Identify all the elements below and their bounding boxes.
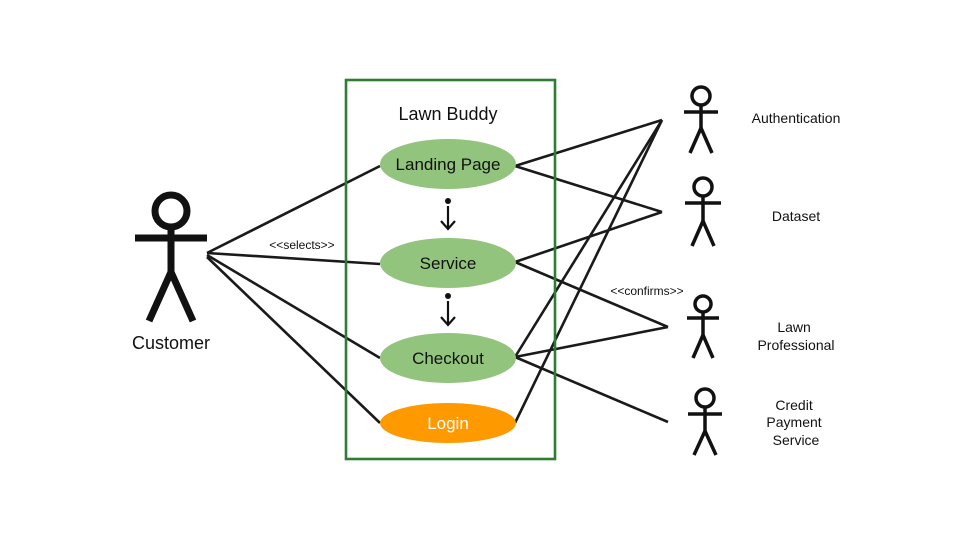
actor-lawn-professional-label-line-2: Professional	[757, 337, 834, 353]
actor-lawn-professional-label-line-1: Lawn	[777, 319, 810, 335]
usecase-login-label: Login	[427, 414, 469, 433]
usecase-login-shape[interactable]	[380, 403, 516, 443]
usecase-checkout-shape[interactable]	[380, 333, 516, 383]
checkout-lawn-professional-link	[514, 325, 669, 359]
confirms-stereotype: <<confirms>>	[610, 284, 683, 298]
customer-checkout-link	[206, 253, 381, 360]
actor-credit-payment-service[interactable]: Credit Payment Service	[688, 387, 826, 456]
arrow-service-to-checkout	[440, 293, 456, 327]
service-lawn-professional-link	[514, 260, 669, 329]
checkout-credit-payment-link	[514, 355, 669, 424]
actor-lawn-professional-label: Lawn Professional	[757, 319, 834, 353]
landing-dataset-link	[514, 164, 663, 214]
actor-credit-payment-label-line-2: Payment	[766, 414, 821, 430]
usecase-checkout-label: Checkout	[412, 349, 484, 368]
actor-authentication-figure[interactable]	[684, 85, 718, 154]
usecase-service[interactable]: Service	[380, 238, 516, 288]
usecase-service-label: Service	[420, 254, 477, 273]
arrow-landing-to-service	[440, 198, 456, 231]
usecase-service-shape[interactable]	[380, 238, 516, 288]
actor-customer[interactable]: Customer	[132, 191, 210, 353]
actor-dataset[interactable]: Dataset	[685, 176, 820, 247]
actor-lawn-professional-figure[interactable]	[687, 294, 719, 359]
actor-authentication-label: Authentication	[752, 110, 841, 126]
actor-credit-payment-service-label: Credit Payment Service	[766, 397, 825, 448]
actor-dataset-label: Dataset	[772, 208, 820, 224]
actor-customer-label: Customer	[132, 333, 210, 353]
actor-lawn-professional[interactable]: Lawn Professional	[687, 294, 835, 359]
usecase-login[interactable]: Login	[380, 403, 516, 443]
actor-dataset-figure[interactable]	[685, 176, 721, 247]
connections	[206, 118, 669, 424]
checkout-authentication-link	[513, 119, 664, 358]
landing-authentication-link	[514, 118, 663, 168]
actor-credit-payment-label-line-3: Service	[773, 432, 820, 448]
actor-customer-figure[interactable]	[135, 191, 207, 323]
selects-stereotype: <<selects>>	[269, 238, 334, 252]
actor-authentication[interactable]: Authentication	[684, 85, 841, 154]
system-title: Lawn Buddy	[398, 104, 497, 124]
customer-service-link	[206, 251, 381, 266]
usecase-landing-page-shape[interactable]	[380, 139, 516, 189]
customer-landing-link	[206, 164, 381, 255]
actor-credit-payment-service-figure[interactable]	[688, 387, 722, 456]
login-authentication-link	[513, 119, 664, 424]
usecase-landing-page-label: Landing Page	[396, 155, 501, 174]
usecase-landing-page[interactable]: Landing Page	[380, 139, 516, 189]
system-boundary	[344, 78, 557, 461]
customer-login-link	[206, 256, 381, 424]
usecase-checkout[interactable]: Checkout	[380, 333, 516, 383]
actor-credit-payment-label-line-1: Credit	[775, 397, 812, 413]
